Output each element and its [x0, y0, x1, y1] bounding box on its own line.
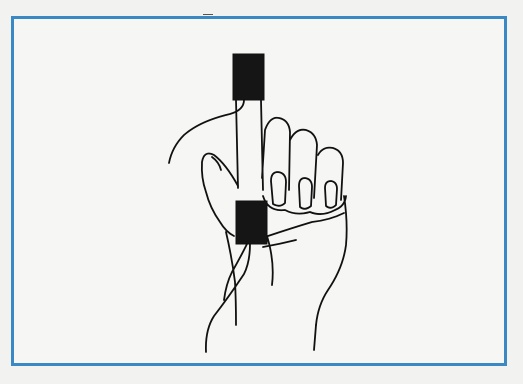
ring-fingernail [299, 178, 312, 209]
index-finger [236, 100, 238, 188]
little-finger [318, 148, 343, 200]
middle-fingernail [271, 172, 286, 206]
palm-left-edge [226, 232, 236, 325]
ring-finger [290, 130, 317, 198]
finger-electrode-upper [233, 54, 264, 100]
finger-electrode-lower [236, 201, 267, 244]
little-fingernail [325, 181, 337, 208]
palm-right-edge [316, 196, 347, 325]
palm-crease-upper [268, 213, 344, 236]
lead-wire-lower [206, 244, 250, 352]
wrist-right-line [314, 325, 316, 350]
